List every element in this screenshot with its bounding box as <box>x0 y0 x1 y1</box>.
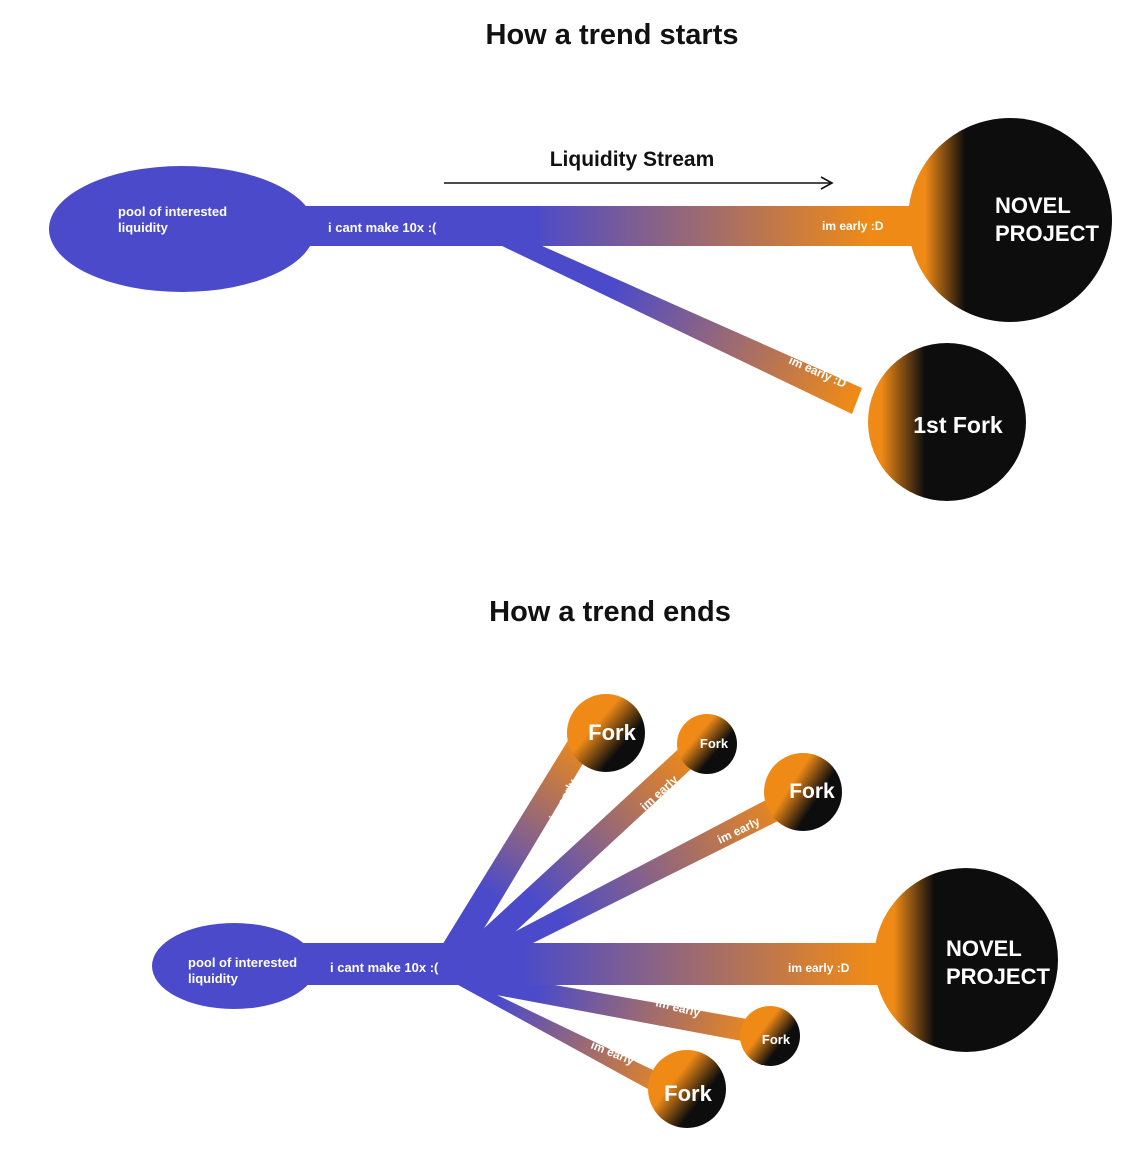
main-early-label-bottom: im early :D <box>788 961 850 975</box>
liquidity-stream-label: Liquidity Stream <box>550 148 715 171</box>
novel-project-node-bottom <box>874 868 1058 1052</box>
pool-of-interested-liquidity <box>49 166 315 292</box>
trend-starts-section: How a trend starts Liquidity Stream pool… <box>49 19 1112 501</box>
fork-node-1-label: Fork <box>588 720 636 745</box>
novel-project-node <box>908 118 1112 322</box>
fork-node-5 <box>648 1050 726 1128</box>
fork-branch-3 <box>480 790 796 952</box>
first-fork-stream <box>500 245 862 414</box>
trend-starts-title: How a trend starts <box>486 19 739 51</box>
fork-node-5-label: Fork <box>664 1081 712 1106</box>
fork-branch-4 <box>470 970 764 1044</box>
first-fork-label: 1st Fork <box>913 412 1003 438</box>
fork-branch-1 <box>436 734 594 955</box>
pool-label: pool of interested liquidity <box>118 204 231 235</box>
novel-project-label: NOVEL PROJECT <box>995 193 1099 246</box>
trend-ends-title: How a trend ends <box>489 596 731 628</box>
main-early-label: im early :D <box>822 219 884 233</box>
fork-node-3 <box>764 753 842 831</box>
fork-node-4 <box>740 1006 800 1066</box>
cant-make-10x-label-bottom: i cant make 10x :( <box>330 960 439 975</box>
trend-ends-section: How a trend ends pool of interested liqu… <box>152 596 1058 1128</box>
first-fork-node <box>868 343 1026 501</box>
pool-of-interested-liquidity-bottom <box>152 923 316 1009</box>
cant-make-10x-label: i cant make 10x :( <box>328 220 437 235</box>
fork-node-4-label: Fork <box>762 1032 791 1047</box>
fork-branch-5 <box>440 975 678 1100</box>
fork-node-2-label: Fork <box>700 736 729 751</box>
novel-project-label-bottom: NOVEL PROJECT <box>946 936 1050 989</box>
pool-label-bottom: pool of interested liquidity <box>188 955 301 986</box>
fork-branch-2 <box>455 742 703 955</box>
fork-node-1 <box>567 694 645 772</box>
fork-node-3-label: Fork <box>789 780 835 803</box>
fork-node-2 <box>677 714 737 774</box>
